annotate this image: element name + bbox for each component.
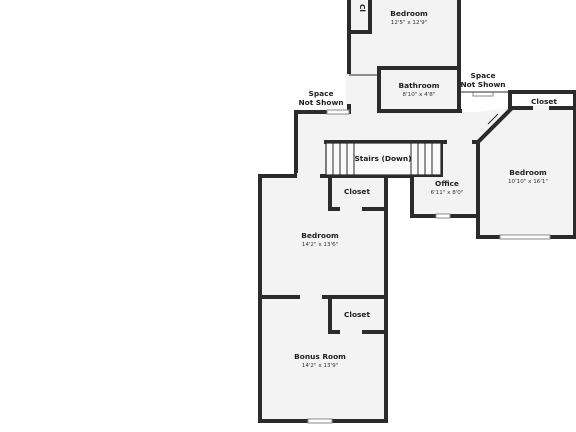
space-label-line1: Space bbox=[309, 89, 334, 98]
room-name: Bonus Room bbox=[294, 352, 346, 361]
detail-lines bbox=[349, 74, 510, 125]
room-bathroom: Bathroom 8'10" x 4'8" bbox=[399, 81, 440, 98]
room-dimensions: 8'10" x 4'8" bbox=[403, 92, 436, 98]
room-bedroom-right: Bedroom 10'10" x 16'1" bbox=[508, 168, 548, 185]
space-not-shown-left: Space Not Shown bbox=[298, 89, 343, 107]
room-bedroom-top: Bedroom 12'5" x 12'9" bbox=[390, 9, 428, 26]
room-dimensions: 14'2" x 13'9" bbox=[302, 363, 339, 369]
room-dimensions: 6'11" x 8'0" bbox=[431, 190, 464, 196]
space-label-line2: Not Shown bbox=[460, 80, 505, 89]
room-name: Bedroom bbox=[509, 168, 547, 177]
room-office: Office 6'11" x 8'0" bbox=[431, 179, 464, 196]
room-closet-mid-name: Closet bbox=[344, 187, 370, 196]
door-openings bbox=[297, 74, 549, 335]
windows bbox=[307, 91, 551, 424]
space-not-shown-right: Space Not Shown bbox=[460, 71, 505, 89]
room-name: Bathroom bbox=[399, 81, 440, 90]
space-label-line1: Space bbox=[471, 71, 496, 80]
room-name: Office bbox=[435, 179, 459, 188]
stairs-label-backdrop bbox=[357, 151, 407, 165]
room-dimensions: 14'2" x 13'6" bbox=[302, 242, 339, 248]
room-closet-top-name: Cl bbox=[358, 4, 367, 12]
room-bedroom-main: Bedroom 14'2" x 13'6" bbox=[301, 231, 339, 248]
stairs-label: Stairs (Down) bbox=[354, 154, 411, 163]
room-name: Bedroom bbox=[301, 231, 339, 240]
room-closet-lower-name: Closet bbox=[344, 310, 370, 319]
space-label-line2: Not Shown bbox=[298, 98, 343, 107]
room-dimensions: 12'5" x 12'9" bbox=[391, 20, 428, 26]
room-name: Bedroom bbox=[390, 9, 428, 18]
room-dimensions: 10'10" x 16'1" bbox=[508, 179, 548, 185]
room-bonus-room: Bonus Room 14'2" x 13'9" bbox=[294, 352, 346, 369]
room-closet-right-name: Closet bbox=[531, 97, 557, 106]
